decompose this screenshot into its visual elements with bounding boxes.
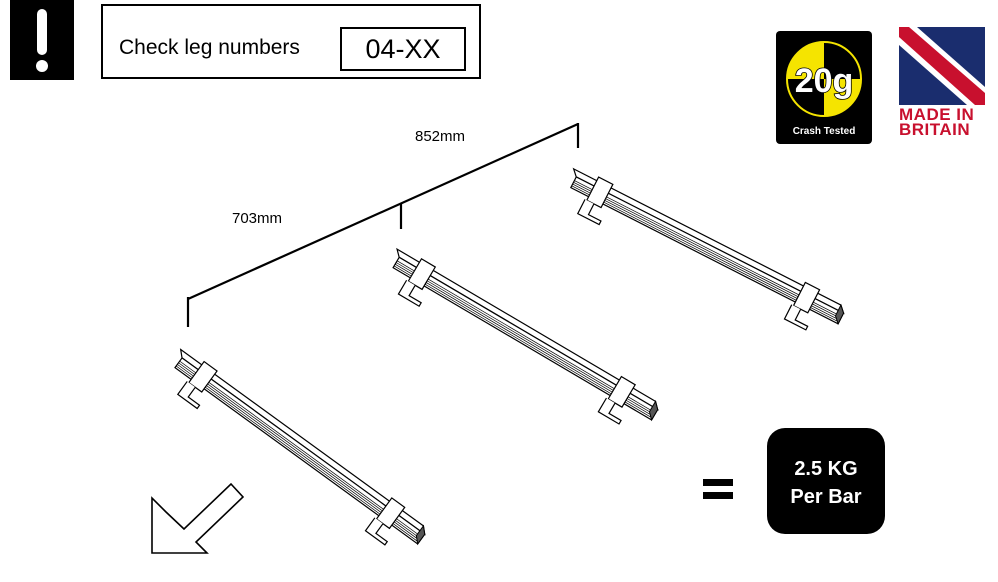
made-in-line: MADE IN xyxy=(899,105,975,124)
dimension-lines xyxy=(186,122,580,327)
britain-line: BRITAIN xyxy=(899,120,971,139)
weight-badge: 2.5 KG Per Bar xyxy=(767,428,885,534)
equals-icon xyxy=(703,479,733,499)
crash-tested-badge: 20g Crash Tested xyxy=(776,31,872,144)
check-leg-numbers-box: Check leg numbers 04-XX xyxy=(101,4,481,79)
union-flag-icon xyxy=(899,27,985,105)
exclamation-icon xyxy=(10,0,74,80)
crash-test-target-icon: 20g xyxy=(786,41,862,117)
check-leg-numbers-label: Check leg numbers xyxy=(119,36,300,59)
roof-bar-middle xyxy=(377,245,664,438)
leg-code-box: 04-XX xyxy=(340,27,466,71)
middle-spacing-label: 703mm xyxy=(232,210,283,227)
crash-tested-label: Crash Tested xyxy=(792,126,856,137)
weight-unit: Per Bar xyxy=(790,486,862,508)
made-in-britain-logo: MADE IN BRITAIN xyxy=(899,27,985,147)
rear-spacing-label: 852mm xyxy=(415,128,466,145)
roof-bar-rear xyxy=(555,164,849,343)
made-in-britain-text: MADE IN BRITAIN xyxy=(899,105,985,139)
exclamation-bar xyxy=(37,9,47,55)
weight-value: 2.5 KG xyxy=(794,458,858,480)
exclamation-dot xyxy=(36,60,48,72)
arrow-down-left-icon xyxy=(151,482,245,554)
crash-value: 20g xyxy=(795,62,854,100)
